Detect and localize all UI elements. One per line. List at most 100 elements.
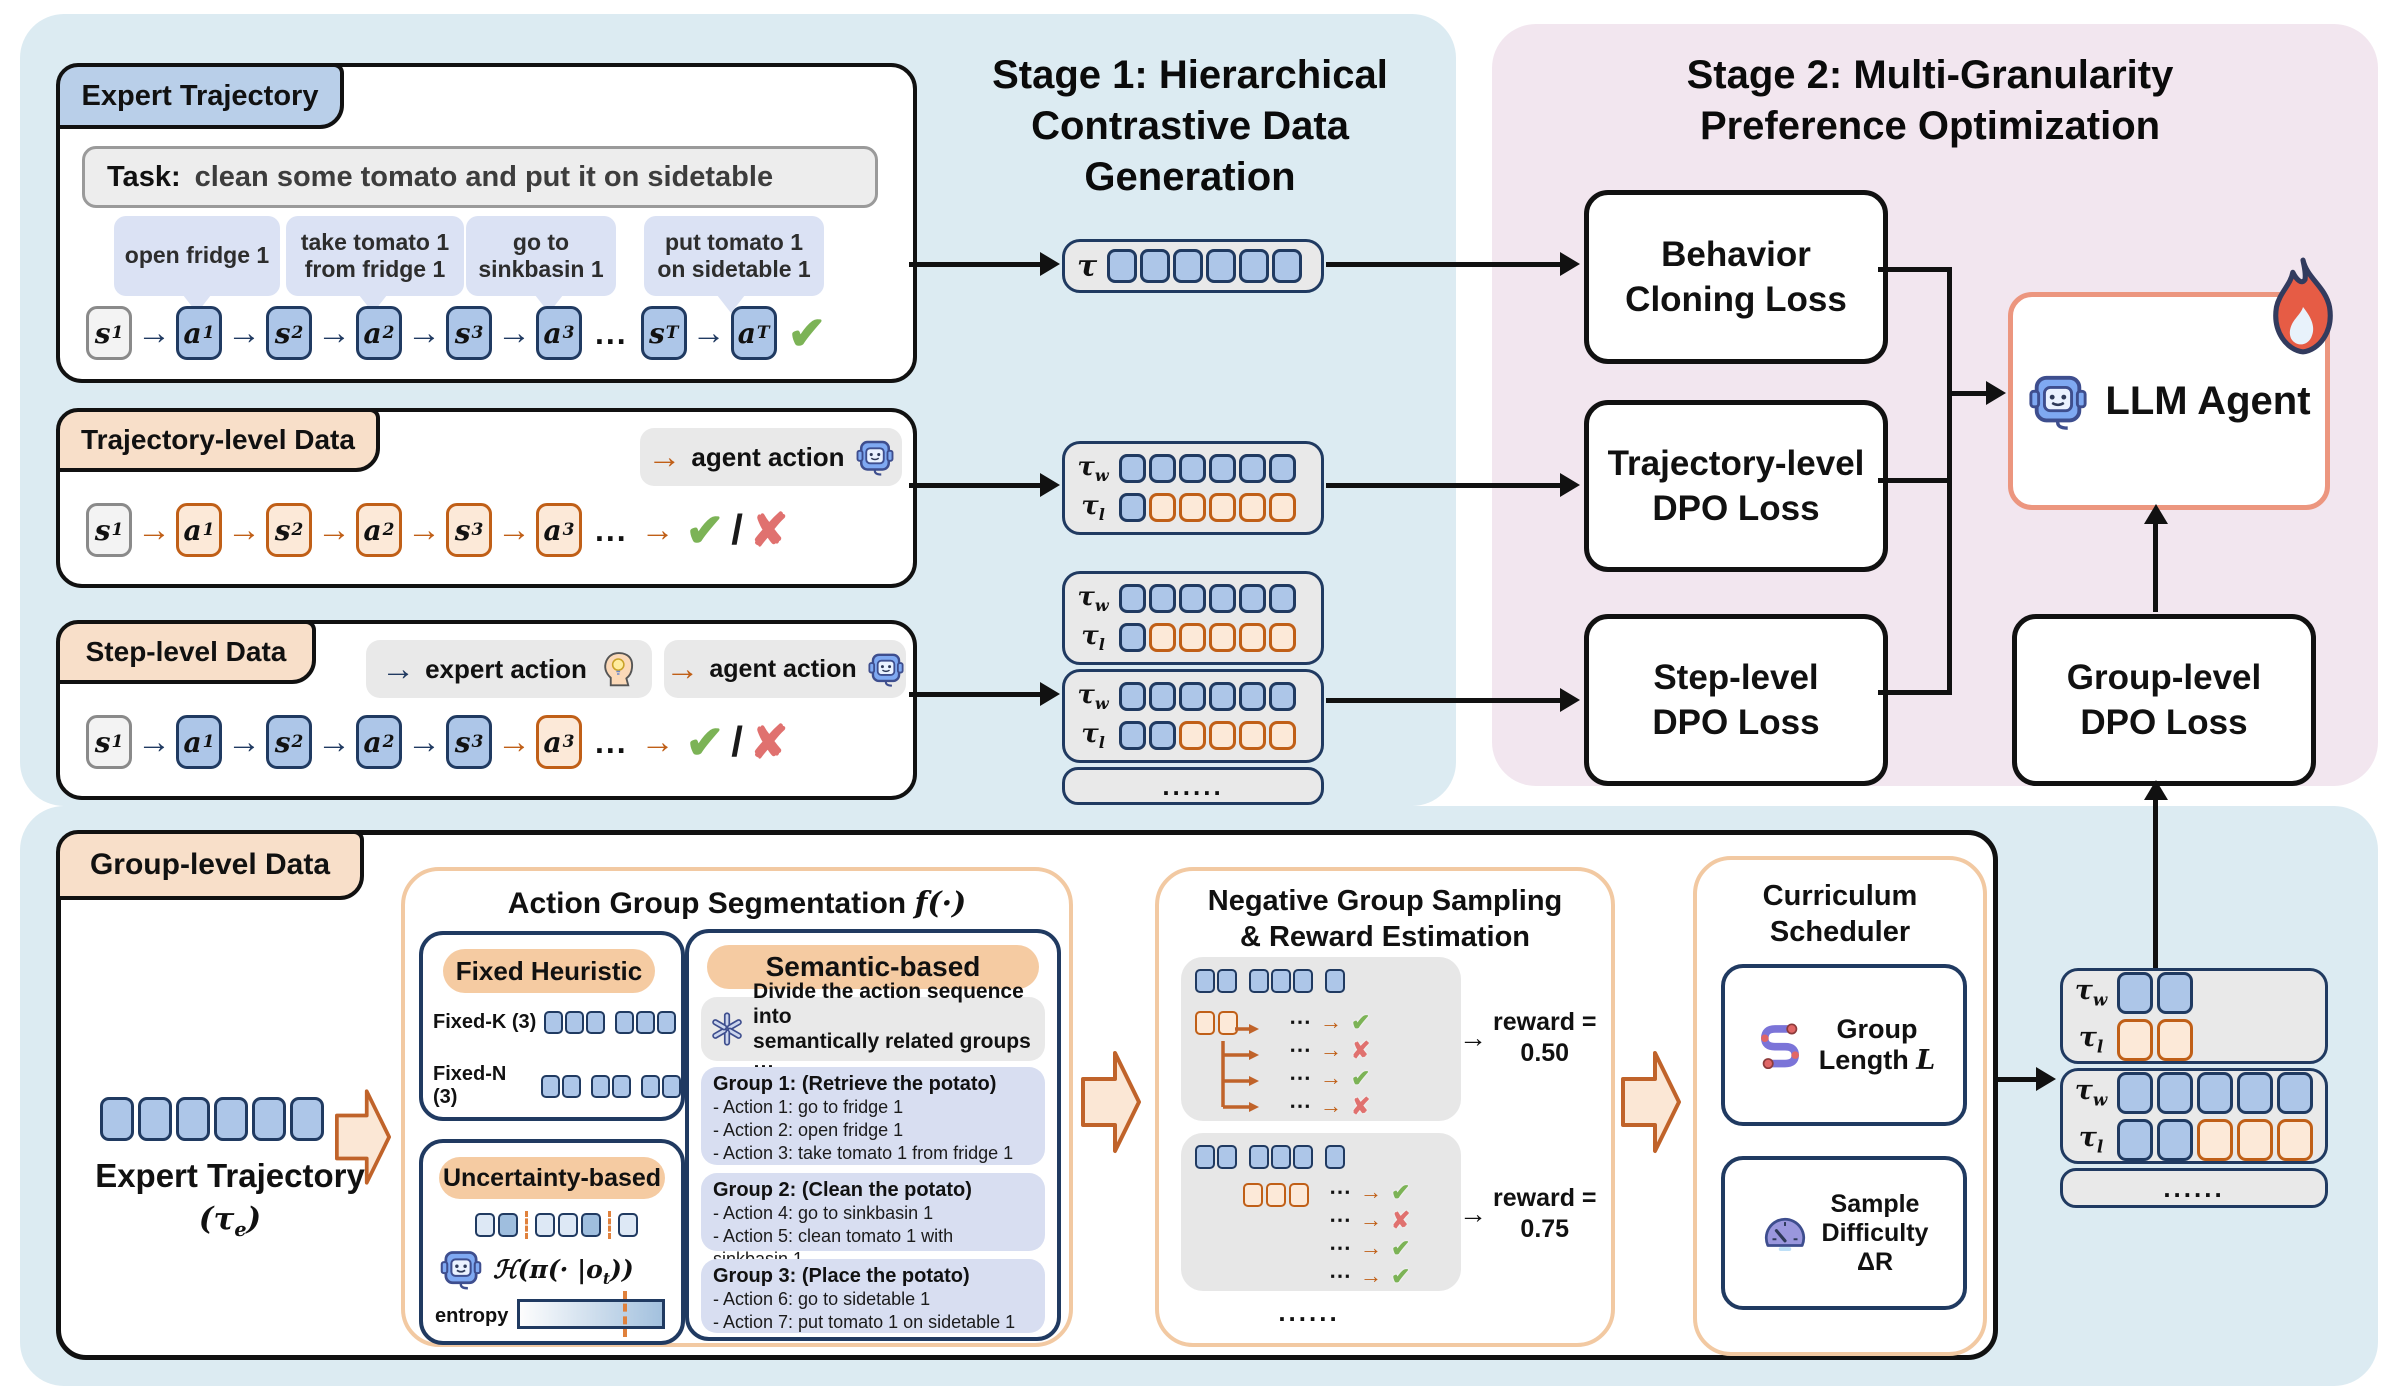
negative-group-blocks	[1195, 1011, 1238, 1035]
connector	[1326, 262, 1562, 267]
arrowhead	[2036, 1067, 2056, 1091]
tau-l-row: τl	[1075, 491, 1311, 524]
behavior-loss-line1: Behavior	[1661, 234, 1811, 274]
entropy-formula: ℋ(π(· |ot))	[493, 1255, 634, 1288]
group-length-line2: Length	[1818, 1045, 1909, 1075]
tau-w-row: τw	[1075, 680, 1311, 714]
fire-icon	[2273, 257, 2333, 355]
group-pair-box-1: τw τl	[2060, 968, 2328, 1064]
connector	[1947, 391, 1988, 396]
robot-icon	[868, 653, 904, 687]
step-level-tab: Step-level Data	[56, 620, 316, 684]
fixed-n-blocks	[541, 1074, 681, 1098]
expert-trajectory-symbol: (τe)	[198, 1201, 262, 1242]
connector	[909, 692, 1042, 697]
route-icon	[1760, 1023, 1799, 1070]
group3-chip: Group 3: (Place the potato) - Action 6: …	[701, 1259, 1045, 1333]
step-loss-line1: Step-level	[1653, 657, 1819, 697]
step-dpo-loss-box: Step-level DPO Loss	[1584, 614, 1888, 786]
uncertainty-blocks	[475, 1211, 638, 1239]
reward-annotation-2: → reward =0.75	[1459, 1183, 1597, 1246]
expert-action-legend: → expert action	[366, 640, 652, 698]
uncertainty-header: Uncertainty-based	[439, 1157, 665, 1199]
tau-l-row: τl	[1075, 719, 1311, 752]
expert-trajectory-box: Task: clean some tomato and put it on si…	[56, 63, 917, 383]
robot-icon	[856, 440, 893, 476]
reward-value: 0.75	[1520, 1215, 1570, 1244]
step-pair-box-1: τw τl	[1062, 571, 1324, 665]
tau-blocks	[1107, 249, 1303, 283]
fixed-n-row: Fixed-N (3)	[433, 1063, 681, 1109]
arrowhead	[2144, 780, 2168, 800]
connector	[909, 483, 1042, 488]
entropy-bar	[517, 1299, 665, 1329]
llm-agent-label: LLM Agent	[2105, 379, 2311, 423]
reward-label: reward =	[1493, 1008, 1597, 1036]
expert-trajectory-blocks	[100, 1097, 324, 1141]
action-group-segmentation-panel: Action Group Segmentation f(·) Fixed Heu…	[401, 867, 1073, 1347]
candidate-group-2: ⋯→✔⋯→✘⋯→✔⋯→✔	[1181, 1133, 1461, 1291]
stage1-title: Stage 1: Hierarchical Contrastive Data G…	[930, 50, 1450, 204]
step-loss-line2: DPO Loss	[1652, 703, 1820, 742]
task-label: Task:	[107, 160, 181, 193]
behavior-loss-line2: Cloning Loss	[1625, 280, 1847, 319]
tau-w-row: τw	[1075, 452, 1311, 486]
connector	[2153, 522, 2158, 612]
agent-action-legend: → agent action	[640, 428, 902, 486]
tau-label: τ	[1077, 248, 1098, 284]
sampling-title: Negative Group Sampling & Reward Estimat…	[1169, 883, 1601, 956]
agent-arrow-icon: →	[647, 438, 682, 476]
group3-action: - Action 7: put tomato 1 on sidetable 1	[713, 1312, 1016, 1332]
output-pairs-ellipsis-box: ......	[2060, 1168, 2328, 1208]
tau-l-row: τl	[2073, 1018, 2315, 1061]
stage1-title-line2: Contrastive Data Generation	[1031, 104, 1349, 200]
connector	[1878, 267, 1952, 272]
arrowhead	[1560, 688, 1580, 712]
callout-take-tomato: take tomato 1 from fridge 1	[286, 216, 464, 296]
task-text: clean some tomato and put it on sidetabl…	[194, 160, 774, 193]
reward-label: reward =	[1493, 1184, 1597, 1212]
task-bar: Task: clean some tomato and put it on si…	[82, 146, 878, 208]
arrowhead	[1560, 252, 1580, 276]
fixed-heuristic-header: Fixed Heuristic	[443, 949, 655, 993]
expert-icon	[604, 652, 633, 687]
expert-trajectory-label: Expert Trajectory	[95, 1157, 365, 1194]
branch-lines	[1221, 1024, 1259, 1112]
trajectory-loss-line1: Trajectory-level	[1607, 443, 1865, 483]
group1-chip: Group 1: (Retrieve the potato) - Action …	[701, 1067, 1045, 1165]
entropy-label: entropy	[435, 1305, 509, 1327]
segmentation-title-symbol: f(·)	[914, 886, 967, 921]
group1-action: - Action 3: take tomato 1 from fridge 1	[713, 1143, 1014, 1163]
connector	[1878, 478, 1952, 483]
group2-action: - Action 4: go to sinkbasin 1	[713, 1203, 934, 1223]
callout-go-sinkbasin: go to sinkbasin 1	[466, 216, 616, 296]
agent-action-label: agent action	[709, 654, 857, 683]
flow-arrow-icon	[1621, 1051, 1681, 1153]
sample-difficulty-line1: Sample	[1830, 1189, 1920, 1218]
gauge-icon	[1764, 1217, 1805, 1251]
robot-icon	[440, 1251, 482, 1290]
openai-icon	[712, 1012, 742, 1046]
trajectory-dpo-loss-box: Trajectory-level DPO Loss	[1584, 400, 1888, 572]
group-loss-line2: DPO Loss	[2080, 703, 2248, 742]
group-length-symbol: L	[1916, 1045, 1936, 1076]
behavior-cloning-loss-box: Behavior Cloning Loss	[1584, 190, 1888, 364]
connector	[2153, 798, 2158, 970]
connector	[1326, 483, 1562, 488]
group1-action: - Action 1: go to fridge 1	[713, 1097, 904, 1117]
tau-l-row: τl	[1075, 621, 1311, 654]
arrowhead	[1040, 473, 1060, 497]
group-level-data-tab: Group-level Data	[56, 830, 364, 900]
llm-agent-box: LLM Agent	[2008, 292, 2330, 510]
agent-arrow-icon: →	[665, 650, 700, 688]
curriculum-title-line1: Curriculum	[1762, 880, 1918, 912]
uncertainty-based-box: Uncertainty-based ℋ(π(· |ot)) entropy	[419, 1139, 685, 1345]
curriculum-title-line2: Scheduler	[1769, 916, 1911, 949]
fixed-n-label: Fixed-N (3)	[433, 1063, 507, 1108]
